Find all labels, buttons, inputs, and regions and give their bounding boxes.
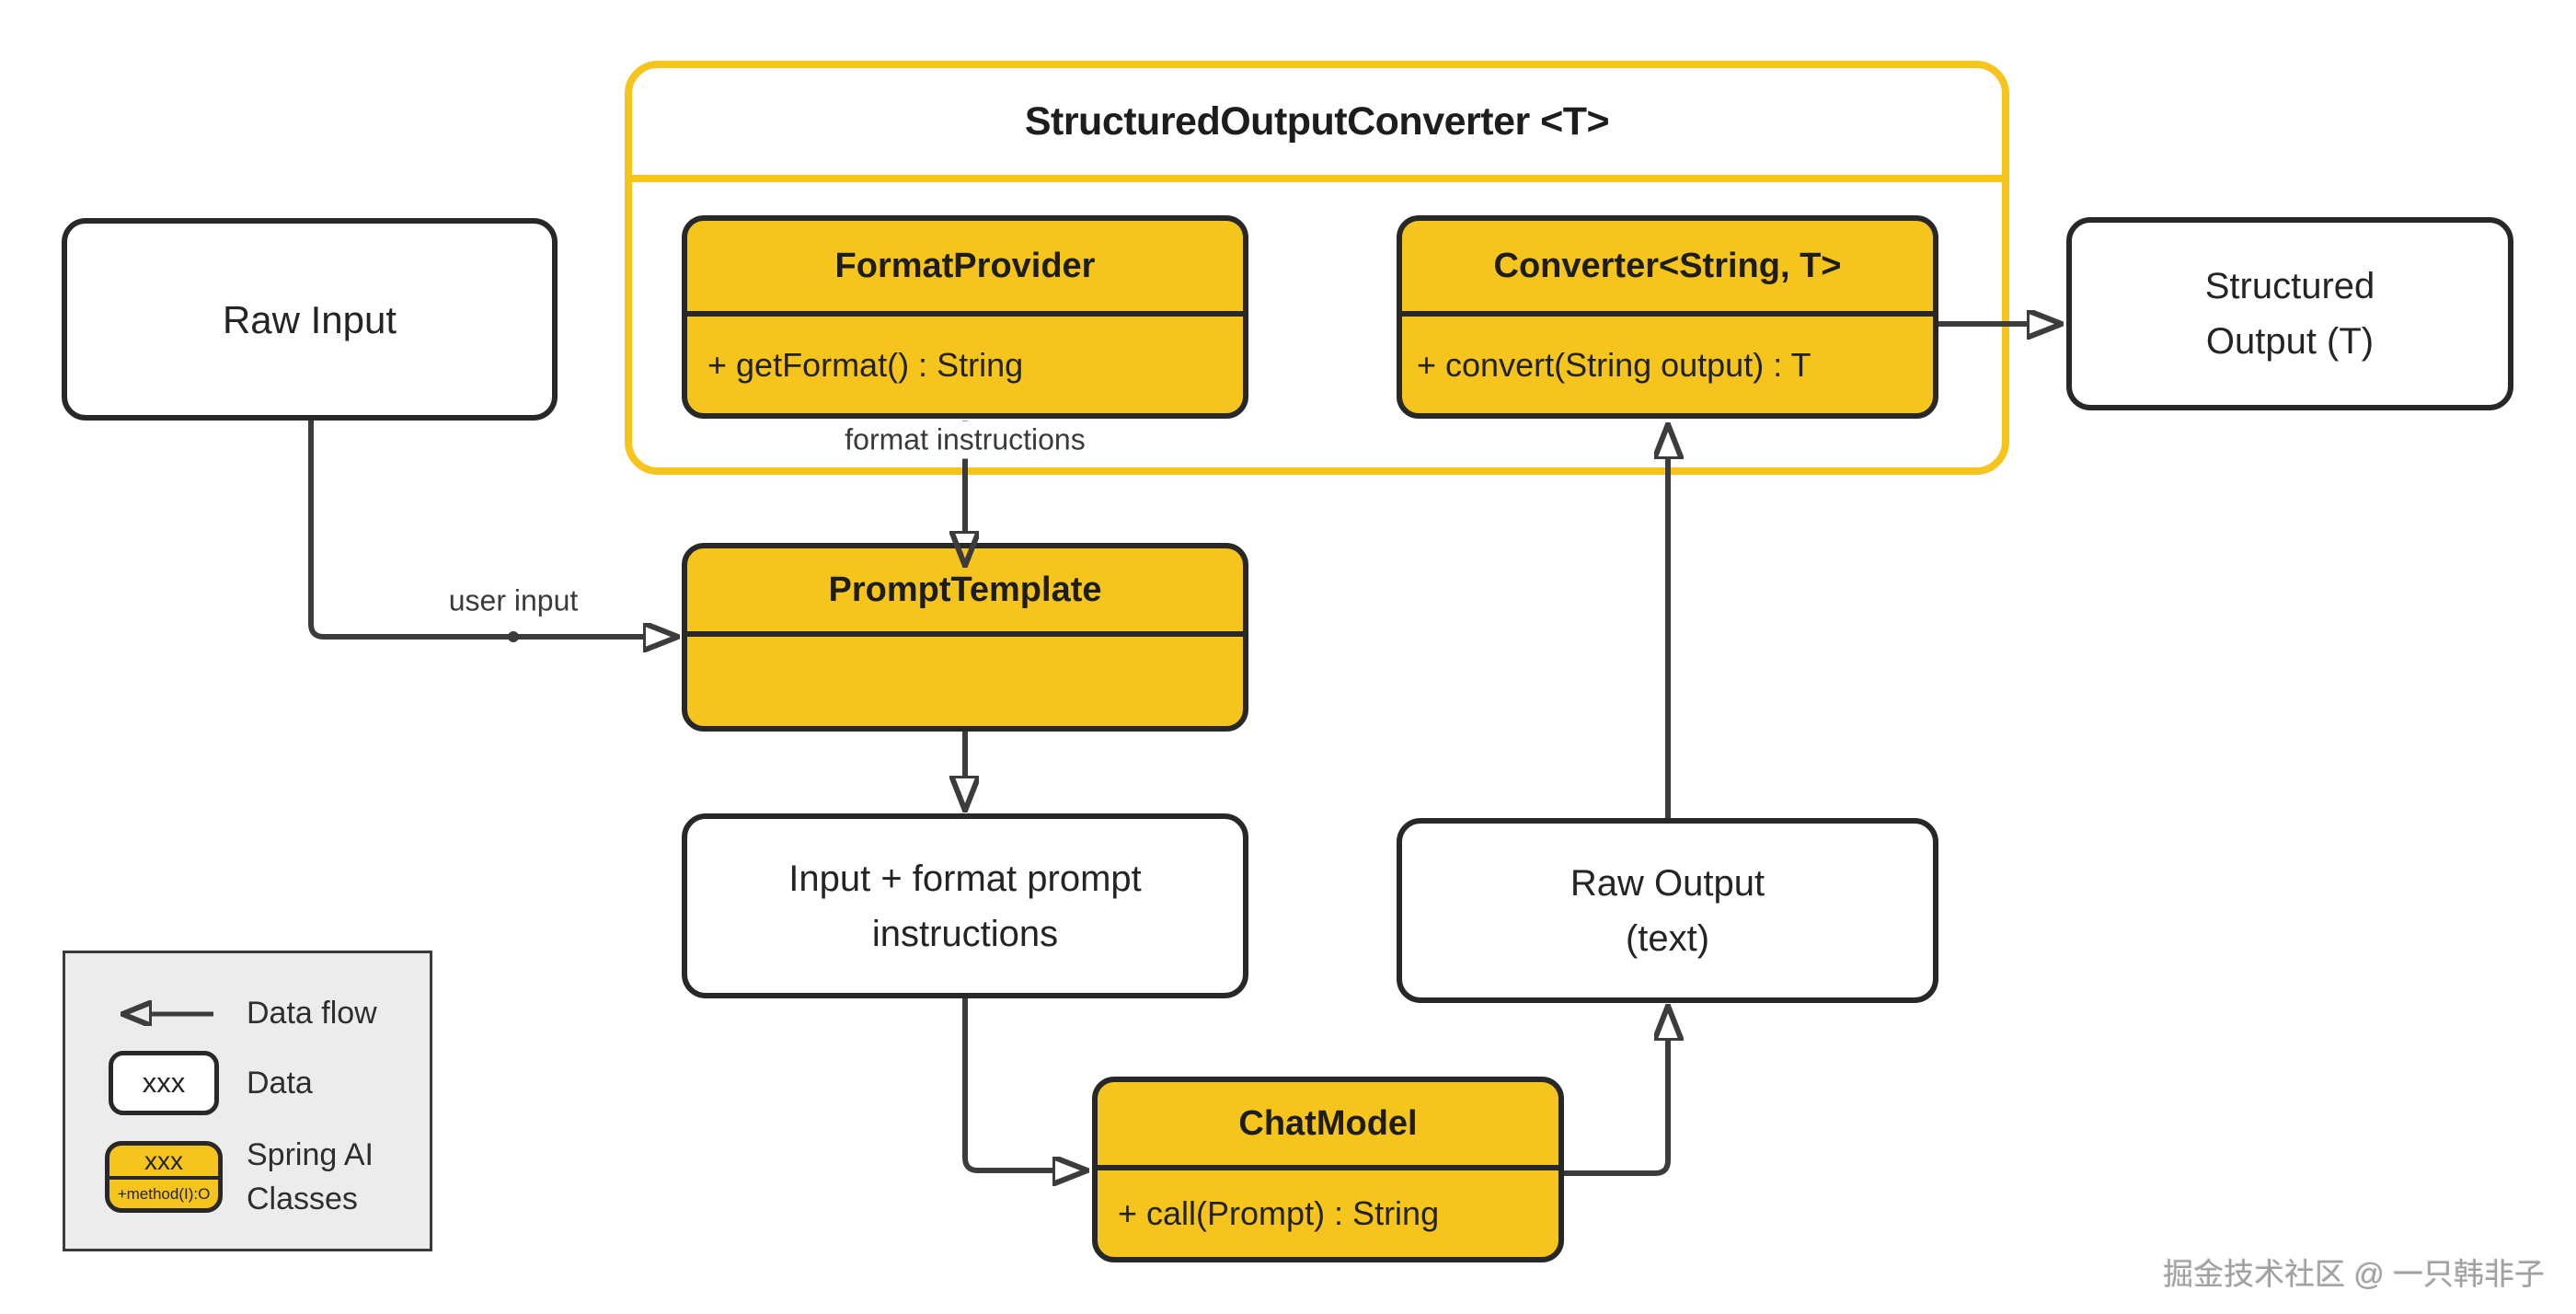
legend-springai-label: Spring AI Classes [247, 1134, 374, 1221]
legend-springai-sample-box: xxx +method(I):O [105, 1141, 223, 1213]
legend-data-box-text: xxx [142, 1066, 186, 1099]
prompt-template-title: PromptTemplate [687, 548, 1243, 637]
format-provider-title: FormatProvider [687, 221, 1243, 317]
input-format-line2: instructions [871, 913, 1059, 954]
structured-output-node: Structured Output (T) [2066, 217, 2513, 410]
prompt-template-method [687, 637, 1243, 726]
legend-data-sample-box: xxx [109, 1051, 219, 1115]
input-format-node: Input + format prompt instructions [682, 813, 1248, 998]
raw-output-line1: Raw Output [1570, 862, 1765, 904]
legend-data-label: Data [247, 1066, 313, 1101]
legend-springai-label-line1: Spring AI [247, 1137, 374, 1172]
chat-model-method: + call(Prompt) : String [1118, 1194, 1440, 1232]
user-input-label: user input [448, 583, 579, 617]
edge-chatmodel-to-rawoutput [1564, 1040, 1668, 1176]
input-format-line1: Input + format prompt [788, 858, 1142, 899]
format-instructions-label: format instructions [832, 421, 1098, 459]
converter-title: Converter<String, T> [1402, 221, 1933, 317]
edge-inputformat-to-chatmodel [962, 998, 1053, 1170]
structured-output-line1: Structured [2204, 266, 2375, 306]
legend-springai-label-line2: Classes [247, 1181, 358, 1216]
raw-output-node: Raw Output (text) [1397, 818, 1938, 1003]
converter-method: + convert(String output) : T [1417, 345, 1811, 384]
chat-model-title: ChatModel [1098, 1082, 1558, 1170]
format-provider-class-box: FormatProvider + getFormat() : String [682, 215, 1248, 419]
raw-output-line2: (text) [1625, 917, 1710, 959]
container-divider [632, 175, 2002, 182]
raw-input-label: Raw Input [222, 297, 397, 341]
structured-output-line2: Output (T) [2205, 321, 2375, 362]
legend-dataflow-label: Data flow [247, 996, 377, 1031]
container-title: StructuredOutputConverter <T> [1024, 98, 1610, 144]
chat-model-class-box: ChatModel + call(Prompt) : String [1092, 1077, 1564, 1262]
raw-input-node: Raw Input [62, 218, 558, 421]
legend-springai-box-title: xxx [109, 1146, 218, 1180]
watermark-text: 掘金技术社区 @ 一只韩非子 [2163, 1257, 2545, 1291]
legend-springai-box-method: +method(I):O [117, 1184, 211, 1203]
edge-waypoint-dot [508, 631, 519, 642]
converter-class-box: Converter<String, T> + convert(String ou… [1397, 215, 1938, 419]
format-provider-method: + getFormat() : String [707, 345, 1024, 384]
prompt-template-class-box: PromptTemplate [682, 543, 1248, 732]
